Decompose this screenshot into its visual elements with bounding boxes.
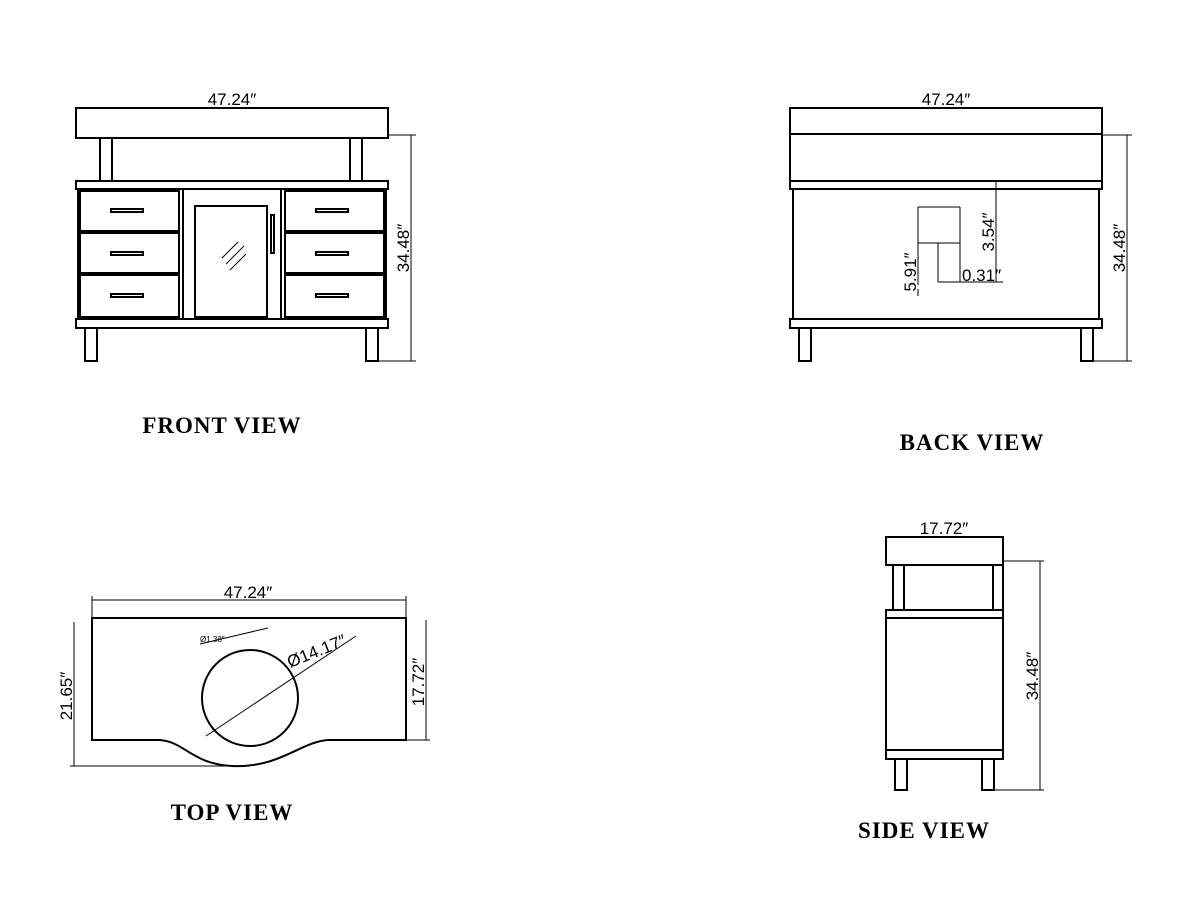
drawer-handle [110,251,144,256]
door-handle [270,214,275,254]
back-view: 5.91″ 3.54″ 0.31″ 47.24″ 34.48″ BACK VIE… [789,90,1132,455]
sink-bowl [201,649,299,747]
sink-diameter-leader [205,635,357,737]
front-drawer-right-1 [284,190,385,232]
side-leg-front [894,758,908,791]
front-leg-right [365,327,379,362]
back-cabinet [792,188,1100,320]
front-view-caption: FRONT VIEW [142,413,301,438]
faucet-hole-leader [199,627,269,645]
top-depth-label: 21.65″ [57,672,76,721]
back-leg-left [798,327,812,362]
glass-reflection [229,253,247,271]
front-height-label: 34.48″ [394,224,413,273]
front-leg-left [84,327,98,362]
side-height-label: 34.48″ [1023,652,1042,701]
sink-diameter-label: Ø14.17″ [284,631,348,672]
glass-reflection [225,245,245,265]
back-shelf [789,180,1103,190]
top-view: 47.24″ Ø14.17″ Ø1.38″ 21.65″ 17.72″ TOP … [57,583,430,825]
front-drawer-right-2 [284,232,385,274]
drawer-handle [110,293,144,298]
back-backsplash [789,133,1103,182]
back-view-caption: BACK VIEW [900,430,1045,455]
front-left-post [99,137,113,182]
front-countertop [75,107,389,139]
drawer-handle [315,251,349,256]
front-right-post [349,137,363,182]
back-opening-height-label: 5.91″ [901,252,920,291]
front-base [75,318,389,329]
glass-reflection [221,241,239,259]
top-view-caption: TOP VIEW [171,800,294,825]
top-width-label: 47.24″ [224,583,273,602]
drawer-handle [315,208,349,213]
drawer-handle [110,208,144,213]
drawer-handle [315,293,349,298]
top-side-depth-label: 17.72″ [409,658,428,707]
side-countertop [885,536,1004,566]
side-view: 17.72″ 34.48″ SIDE VIEW [858,519,1044,843]
back-upper-height-label: 3.54″ [979,212,998,251]
front-glass-door [194,205,268,318]
front-shelf [75,180,389,190]
back-height-label: 34.48″ [1110,224,1129,273]
side-depth-label: 17.72″ [920,519,969,538]
back-countertop [789,107,1103,135]
back-width-label: 47.24″ [922,90,971,109]
side-shelf [885,609,1004,619]
side-leg-back [981,758,995,791]
front-drawer-left-2 [79,232,180,274]
faucet-hole-label: Ø1.38″ [200,635,225,644]
top-countertop-outline [91,617,407,768]
back-leg-right [1080,327,1094,362]
side-post-front [892,564,905,611]
back-base [789,318,1103,329]
back-offset-label: 0.31″ [962,266,1001,285]
front-drawer-right-3 [284,274,385,318]
front-drawer-left-3 [79,274,180,318]
front-drawer-left-1 [79,190,180,232]
side-base [885,749,1004,760]
side-view-caption: SIDE VIEW [858,818,990,843]
side-post-back [992,564,1004,611]
side-cabinet [885,617,1004,751]
front-width-label: 47.24″ [208,90,257,109]
front-view: 47.24″ 34.48″ FRONT VIEW [75,90,416,438]
